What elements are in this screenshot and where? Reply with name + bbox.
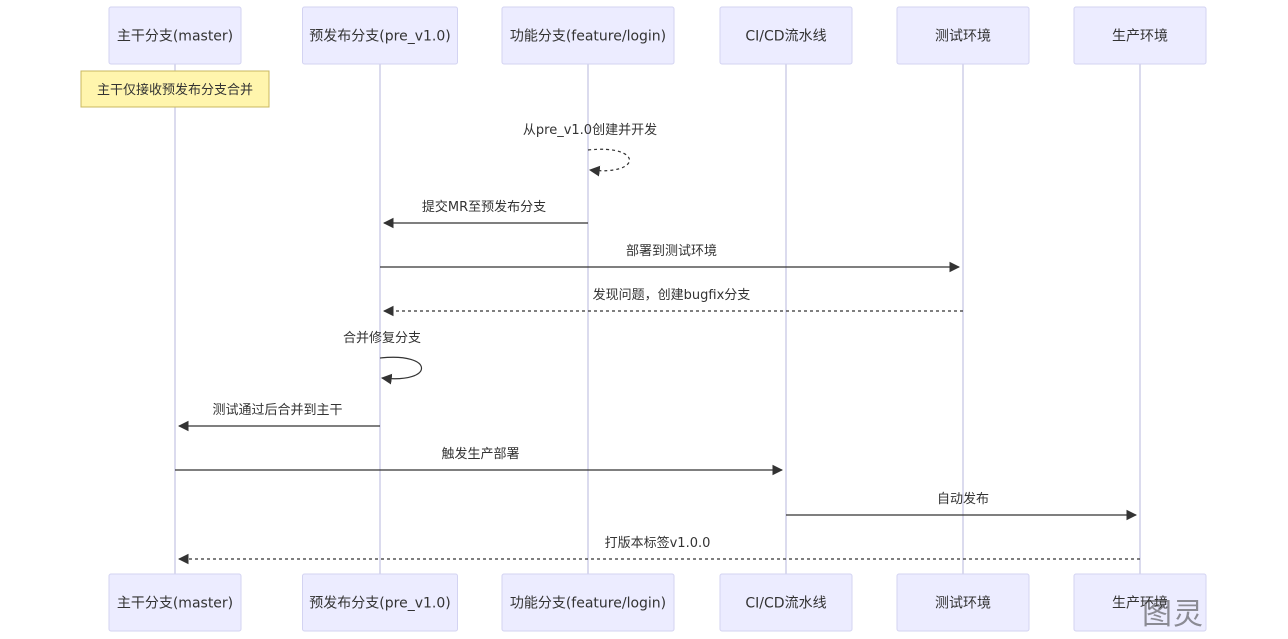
participant-box: [719, 573, 853, 632]
participant-label: 主干分支(master): [117, 29, 233, 45]
participant-box: [719, 6, 853, 65]
participant-pre-bottom[interactable]: 预发布分支(pre_v1.0): [302, 573, 458, 632]
message-label: 提交MR至预发布分支: [422, 199, 546, 215]
message-label: 打版本标签v1.0.0: [605, 535, 711, 551]
message-label: 自动发布: [937, 491, 989, 507]
participant-label: 测试环境: [935, 29, 991, 45]
message-label: 发现问题，创建bugfix分支: [593, 287, 751, 303]
participant-test-bottom[interactable]: 测试环境: [896, 573, 1030, 632]
participant-box: [302, 573, 458, 632]
participant-box: [302, 6, 458, 65]
self-message-arrow: [379, 356, 423, 385]
participant-box: [1073, 573, 1207, 632]
participant-pre-top[interactable]: 预发布分支(pre_v1.0): [302, 6, 458, 65]
participant-prod-bottom[interactable]: 生产环境: [1073, 573, 1207, 632]
participant-box: [108, 573, 242, 632]
message-label: 从pre_v1.0创建并开发: [523, 122, 657, 138]
note-text: 主干仅接收预发布分支合并: [97, 82, 253, 98]
message-2: 提交MR至预发布分支: [382, 199, 588, 229]
participant-box: [501, 573, 675, 632]
message-3: 部署到测试环境: [380, 244, 961, 273]
participant-label: 预发布分支(pre_v1.0): [309, 596, 450, 612]
note-box: [80, 70, 270, 108]
participant-master-bottom[interactable]: 主干分支(master): [108, 573, 242, 632]
message-8: 自动发布: [786, 491, 1138, 521]
participant-label: 功能分支(feature/login): [510, 596, 666, 612]
message-label: 触发生产部署: [441, 446, 519, 462]
message-label: 部署到测试环境: [626, 244, 717, 259]
participant-master-top[interactable]: 主干分支(master): [108, 6, 242, 65]
message-7: 触发生产部署: [175, 446, 784, 476]
participant-box: [501, 6, 675, 65]
watermark-text: 图灵: [1142, 597, 1204, 632]
participant-label: 预发布分支(pre_v1.0): [309, 29, 450, 45]
participant-box: [896, 573, 1030, 632]
participant-label: 测试环境: [935, 596, 991, 612]
participant-feature-bottom[interactable]: 功能分支(feature/login): [501, 573, 675, 632]
participant-box: [1073, 6, 1207, 65]
self-message-arrow: [587, 148, 631, 177]
participant-label: 主干分支(master): [117, 596, 233, 612]
message-6: 测试通过后合并到主干: [177, 403, 380, 432]
participant-label: 生产环境: [1112, 29, 1168, 45]
message-4: 发现问题，创建bugfix分支: [382, 287, 963, 317]
participant-test-top[interactable]: 测试环境: [896, 6, 1030, 65]
message-5: 合并修复分支: [343, 331, 423, 385]
message-label: 测试通过后合并到主干: [212, 403, 342, 418]
message-9: 打版本标签v1.0.0: [177, 535, 1140, 565]
participant-box: [896, 6, 1030, 65]
message-label: 合并修复分支: [343, 331, 421, 346]
participant-box: [108, 6, 242, 65]
participant-prod-top[interactable]: 生产环境: [1073, 6, 1207, 65]
participant-label: 生产环境: [1112, 596, 1168, 612]
message-1: 从pre_v1.0创建并开发: [523, 122, 657, 177]
participant-label: 功能分支(feature/login): [510, 29, 666, 45]
participant-ci-top[interactable]: CI/CD流水线: [719, 6, 853, 65]
participant-label: CI/CD流水线: [745, 29, 826, 45]
participant-feature-top[interactable]: 功能分支(feature/login): [501, 6, 675, 65]
participant-label: CI/CD流水线: [745, 596, 826, 612]
participant-ci-bottom[interactable]: CI/CD流水线: [719, 573, 853, 632]
note: 主干仅接收预发布分支合并: [80, 70, 270, 108]
